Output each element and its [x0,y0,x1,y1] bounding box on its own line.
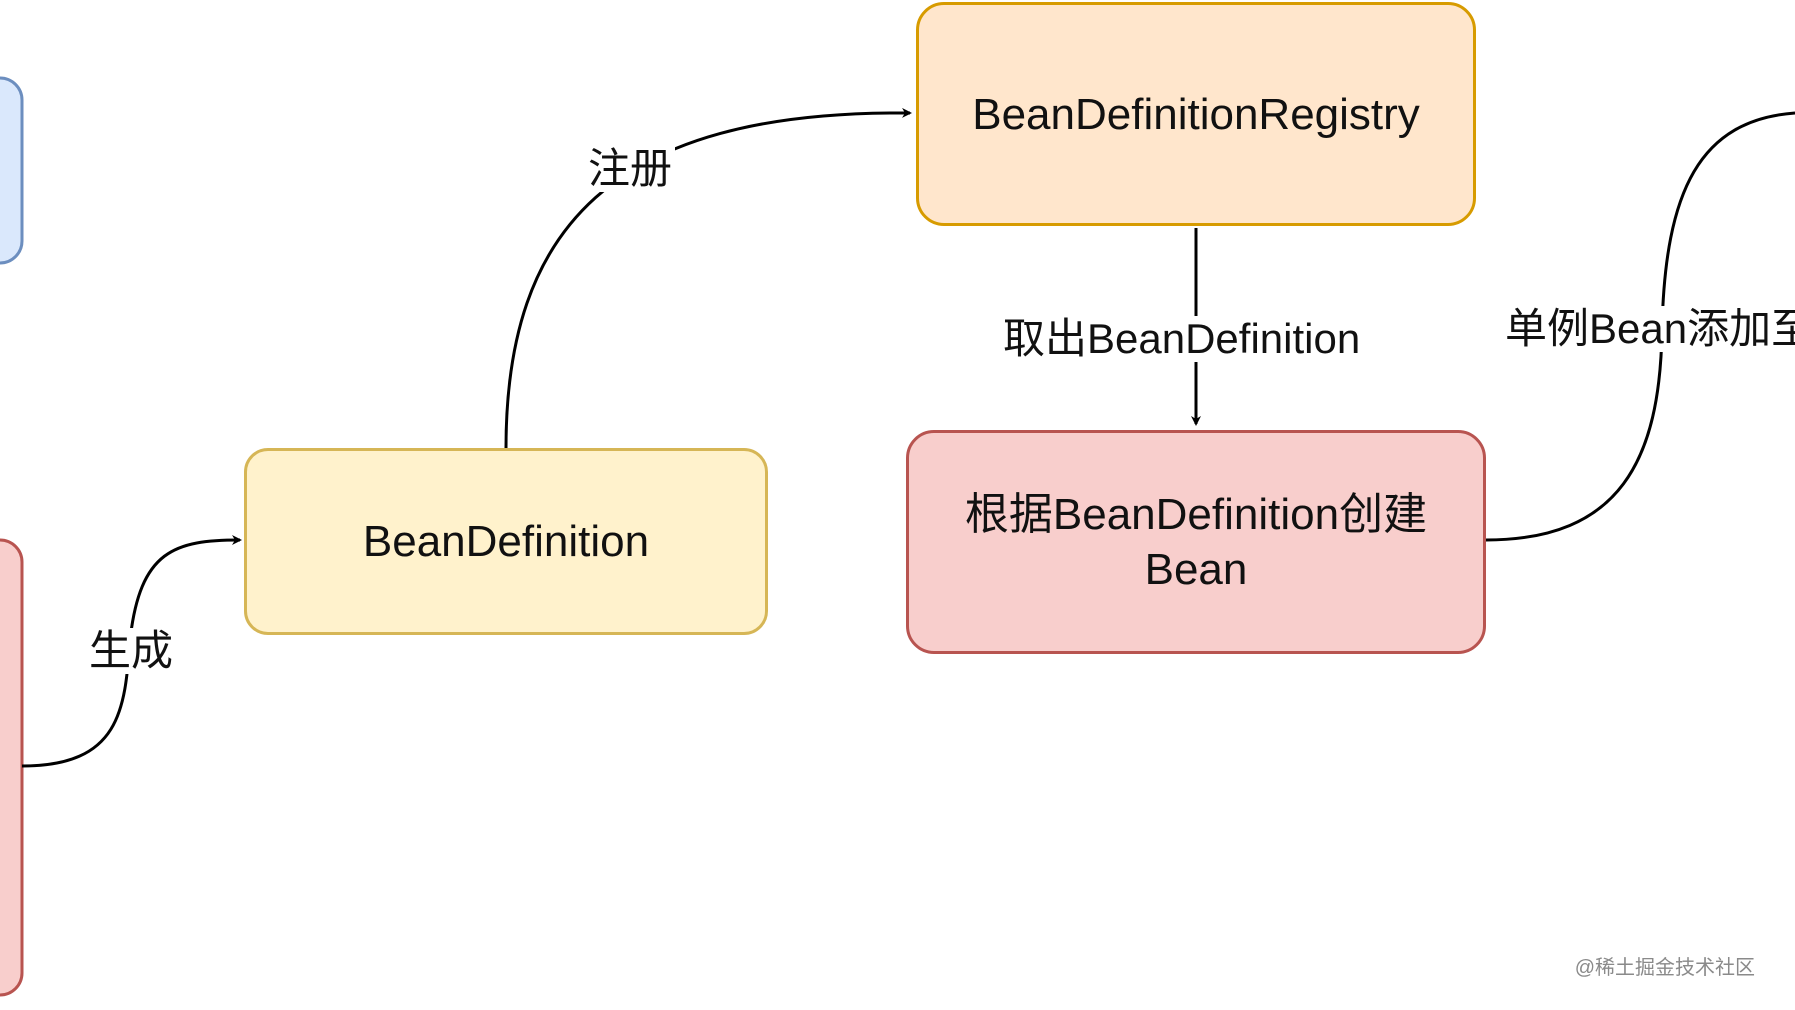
registry-label: BeanDefinitionRegistry [972,89,1420,139]
bean-definition-node: BeanDefinition [244,448,768,635]
edge-label-register: 注册 [585,145,676,193]
watermark-text: @稀土掘金技术社区 [1574,957,1755,979]
edge-label-singleton-add: 单例Bean添加至 [1502,306,1795,353]
edge-label-take-out: 取出BeanDefinition [1000,315,1364,363]
create-bean-label-line2: Bean [1144,545,1248,594]
edge-register [504,107,912,449]
create-bean-label-line1: 根据BeanDefinition创建 [964,490,1428,539]
registry-node: BeanDefinitionRegistry [916,2,1476,226]
create-bean-node: 根据BeanDefinition创建 Bean [906,430,1486,654]
left-bottom-partial-node [0,538,24,997]
edge-label-generate: 生成 [86,627,177,675]
left-top-partial-node [0,76,24,265]
bean-definition-label: BeanDefinition [362,517,650,566]
